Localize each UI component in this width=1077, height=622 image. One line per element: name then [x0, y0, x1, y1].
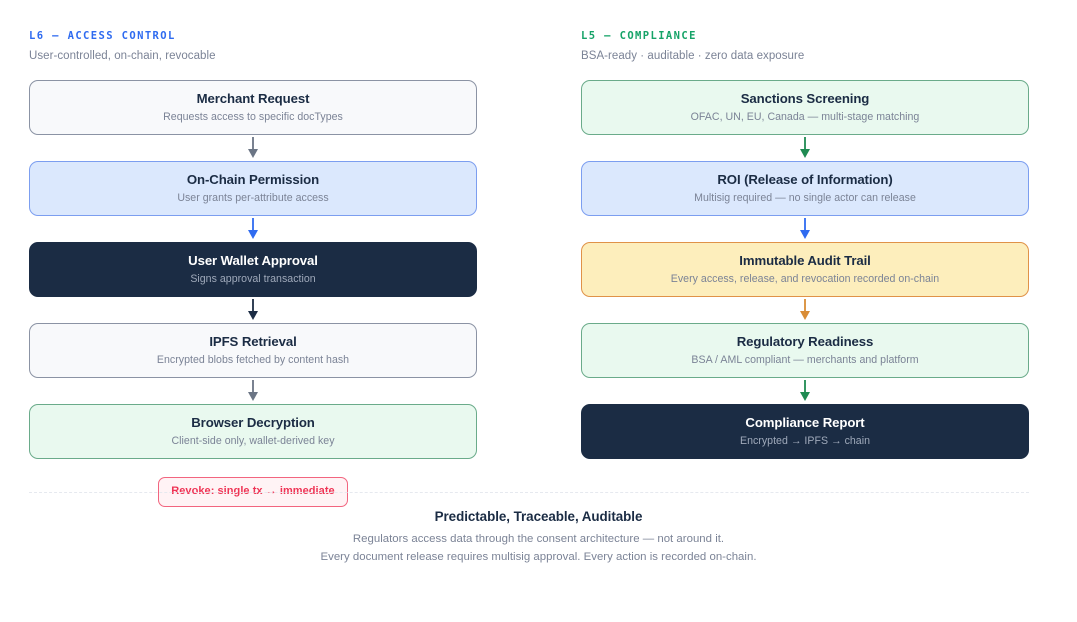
- flow-node-title: Compliance Report: [745, 415, 865, 430]
- flow-node-title: ROI (Release of Information): [717, 172, 893, 187]
- column-subtitle: BSA-ready · auditable · zero data exposu…: [581, 50, 805, 62]
- flow-arrow: [29, 378, 477, 404]
- flow-node-title: IPFS Retrieval: [209, 334, 297, 349]
- flow-arrow: [581, 297, 1029, 323]
- flow-column: L5 — COMPLIANCE BSA-ready · auditable · z…: [581, 30, 1029, 507]
- flow-node-description: User grants per-attribute access: [177, 192, 329, 204]
- flow-node-description: Every access, release, and revocation re…: [670, 273, 940, 285]
- flow-arrow: [581, 135, 1029, 161]
- flow-node-title: Merchant Request: [196, 91, 310, 106]
- flow-node-title: Regulatory Readiness: [736, 334, 874, 349]
- footer-line: Regulators access data through the conse…: [352, 533, 725, 545]
- footer-title: Predictable, Traceable, Auditable: [434, 509, 643, 524]
- footer-divider: [29, 492, 1029, 493]
- column-subtitle: User-controlled, on-chain, revocable: [29, 50, 216, 62]
- footer-lines: Regulators access data through the conse…: [0, 531, 1077, 566]
- flow-arrow: [581, 378, 1029, 404]
- footer-line: Every document release requires multisig…: [320, 550, 757, 563]
- column-kicker: L6 — ACCESS CONTROL: [29, 30, 176, 42]
- flow-node-title: Browser Decryption: [191, 415, 315, 430]
- flow-arrow: [581, 216, 1029, 242]
- flow-node-description: Encrypted → IPFS → chain: [739, 435, 870, 447]
- flow-node-title: Immutable Audit Trail: [739, 253, 871, 268]
- flow-node-description: Signs approval transaction: [190, 273, 316, 285]
- flow-arrow: [29, 297, 477, 323]
- flow-node-description: Requests access to specific docTypes: [163, 111, 343, 123]
- flow-node-title: Sanctions Screening: [740, 91, 870, 106]
- flow-node[interactable]: ROI (Release of Information) Multisig req…: [581, 161, 1029, 216]
- flow-node-title: User Wallet Approval: [188, 253, 318, 268]
- flow-column: L6 — ACCESS CONTROL User-controlled, on-c…: [29, 30, 477, 507]
- flow-node-description: Encrypted blobs fetched by content hash: [156, 354, 350, 366]
- flow-node-description: Client-side only, wallet-derived key: [171, 435, 335, 447]
- flow-node-description: OFAC, UN, EU, Canada — multi-stage match…: [690, 111, 920, 123]
- flow-columns: L6 — ACCESS CONTROL User-controlled, on-c…: [29, 30, 1029, 507]
- column-kicker: L5 — COMPLIANCE: [581, 30, 697, 42]
- flow-arrow: [29, 135, 477, 161]
- flow-node-description: Multisig required — no single actor can …: [694, 192, 916, 204]
- flow-node-description: BSA / AML compliant — merchants and plat…: [691, 354, 919, 366]
- footer: Predictable, Traceable, Auditable Regula…: [0, 508, 1077, 566]
- flow-arrow: [29, 216, 477, 242]
- flow-node-title: On-Chain Permission: [186, 172, 320, 187]
